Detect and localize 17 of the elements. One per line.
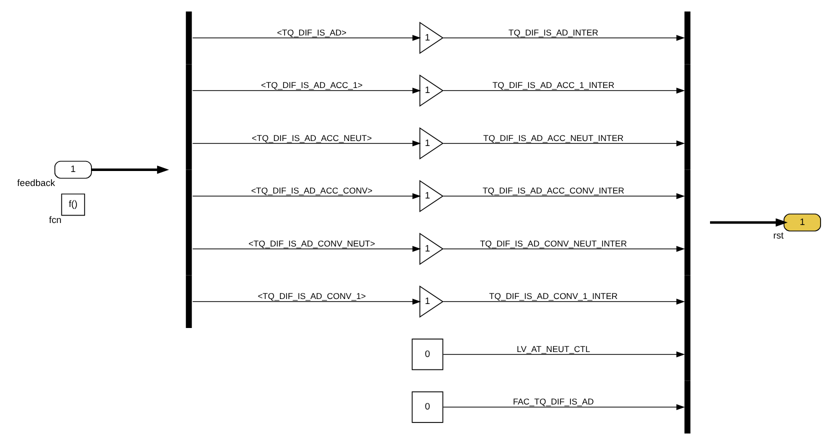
edge-label: <TQ_DIF_IS_AD_ACC_CONV> [250, 186, 372, 196]
edge-label: <TQ_DIF_IS_AD> [276, 27, 346, 38]
edge-label: <TQ_DIF_IS_AD_CONV_1> [257, 291, 366, 302]
node-label: feedback [16, 178, 55, 188]
edge-label: <TQ_DIF_IS_AD_ACC_1> [260, 80, 362, 90]
edge-label: <TQ_DIF_IS_AD_CONV_NEUT> [248, 238, 375, 248]
edge-label: TQ_DIF_IS_AD_CONV_NEUT_INTER [479, 238, 626, 248]
edge-label: TQ_DIF_IS_AD_ACC_1_INTER [492, 80, 614, 90]
edge-label: LV_AT_NEUT_CTL [516, 344, 590, 354]
edge-label: TQ_DIF_IS_AD_INTER [508, 27, 598, 38]
edge-label: TQ_DIF_IS_AD_ACC_CONV_INTER [482, 186, 624, 196]
edge-label: TQ_DIF_IS_AD_ACC_NEUT_INTER [482, 132, 624, 143]
edge-label: TQ_DIF_IS_AD_CONV_1_INTER [488, 291, 618, 302]
edge-label: FAC_TQ_DIF_IS_AD [512, 396, 594, 407]
node-label: rst [772, 230, 784, 240]
edge-label: <TQ_DIF_IS_AD_ACC_NEUT> [251, 132, 372, 143]
node-label: fcn [48, 214, 61, 225]
